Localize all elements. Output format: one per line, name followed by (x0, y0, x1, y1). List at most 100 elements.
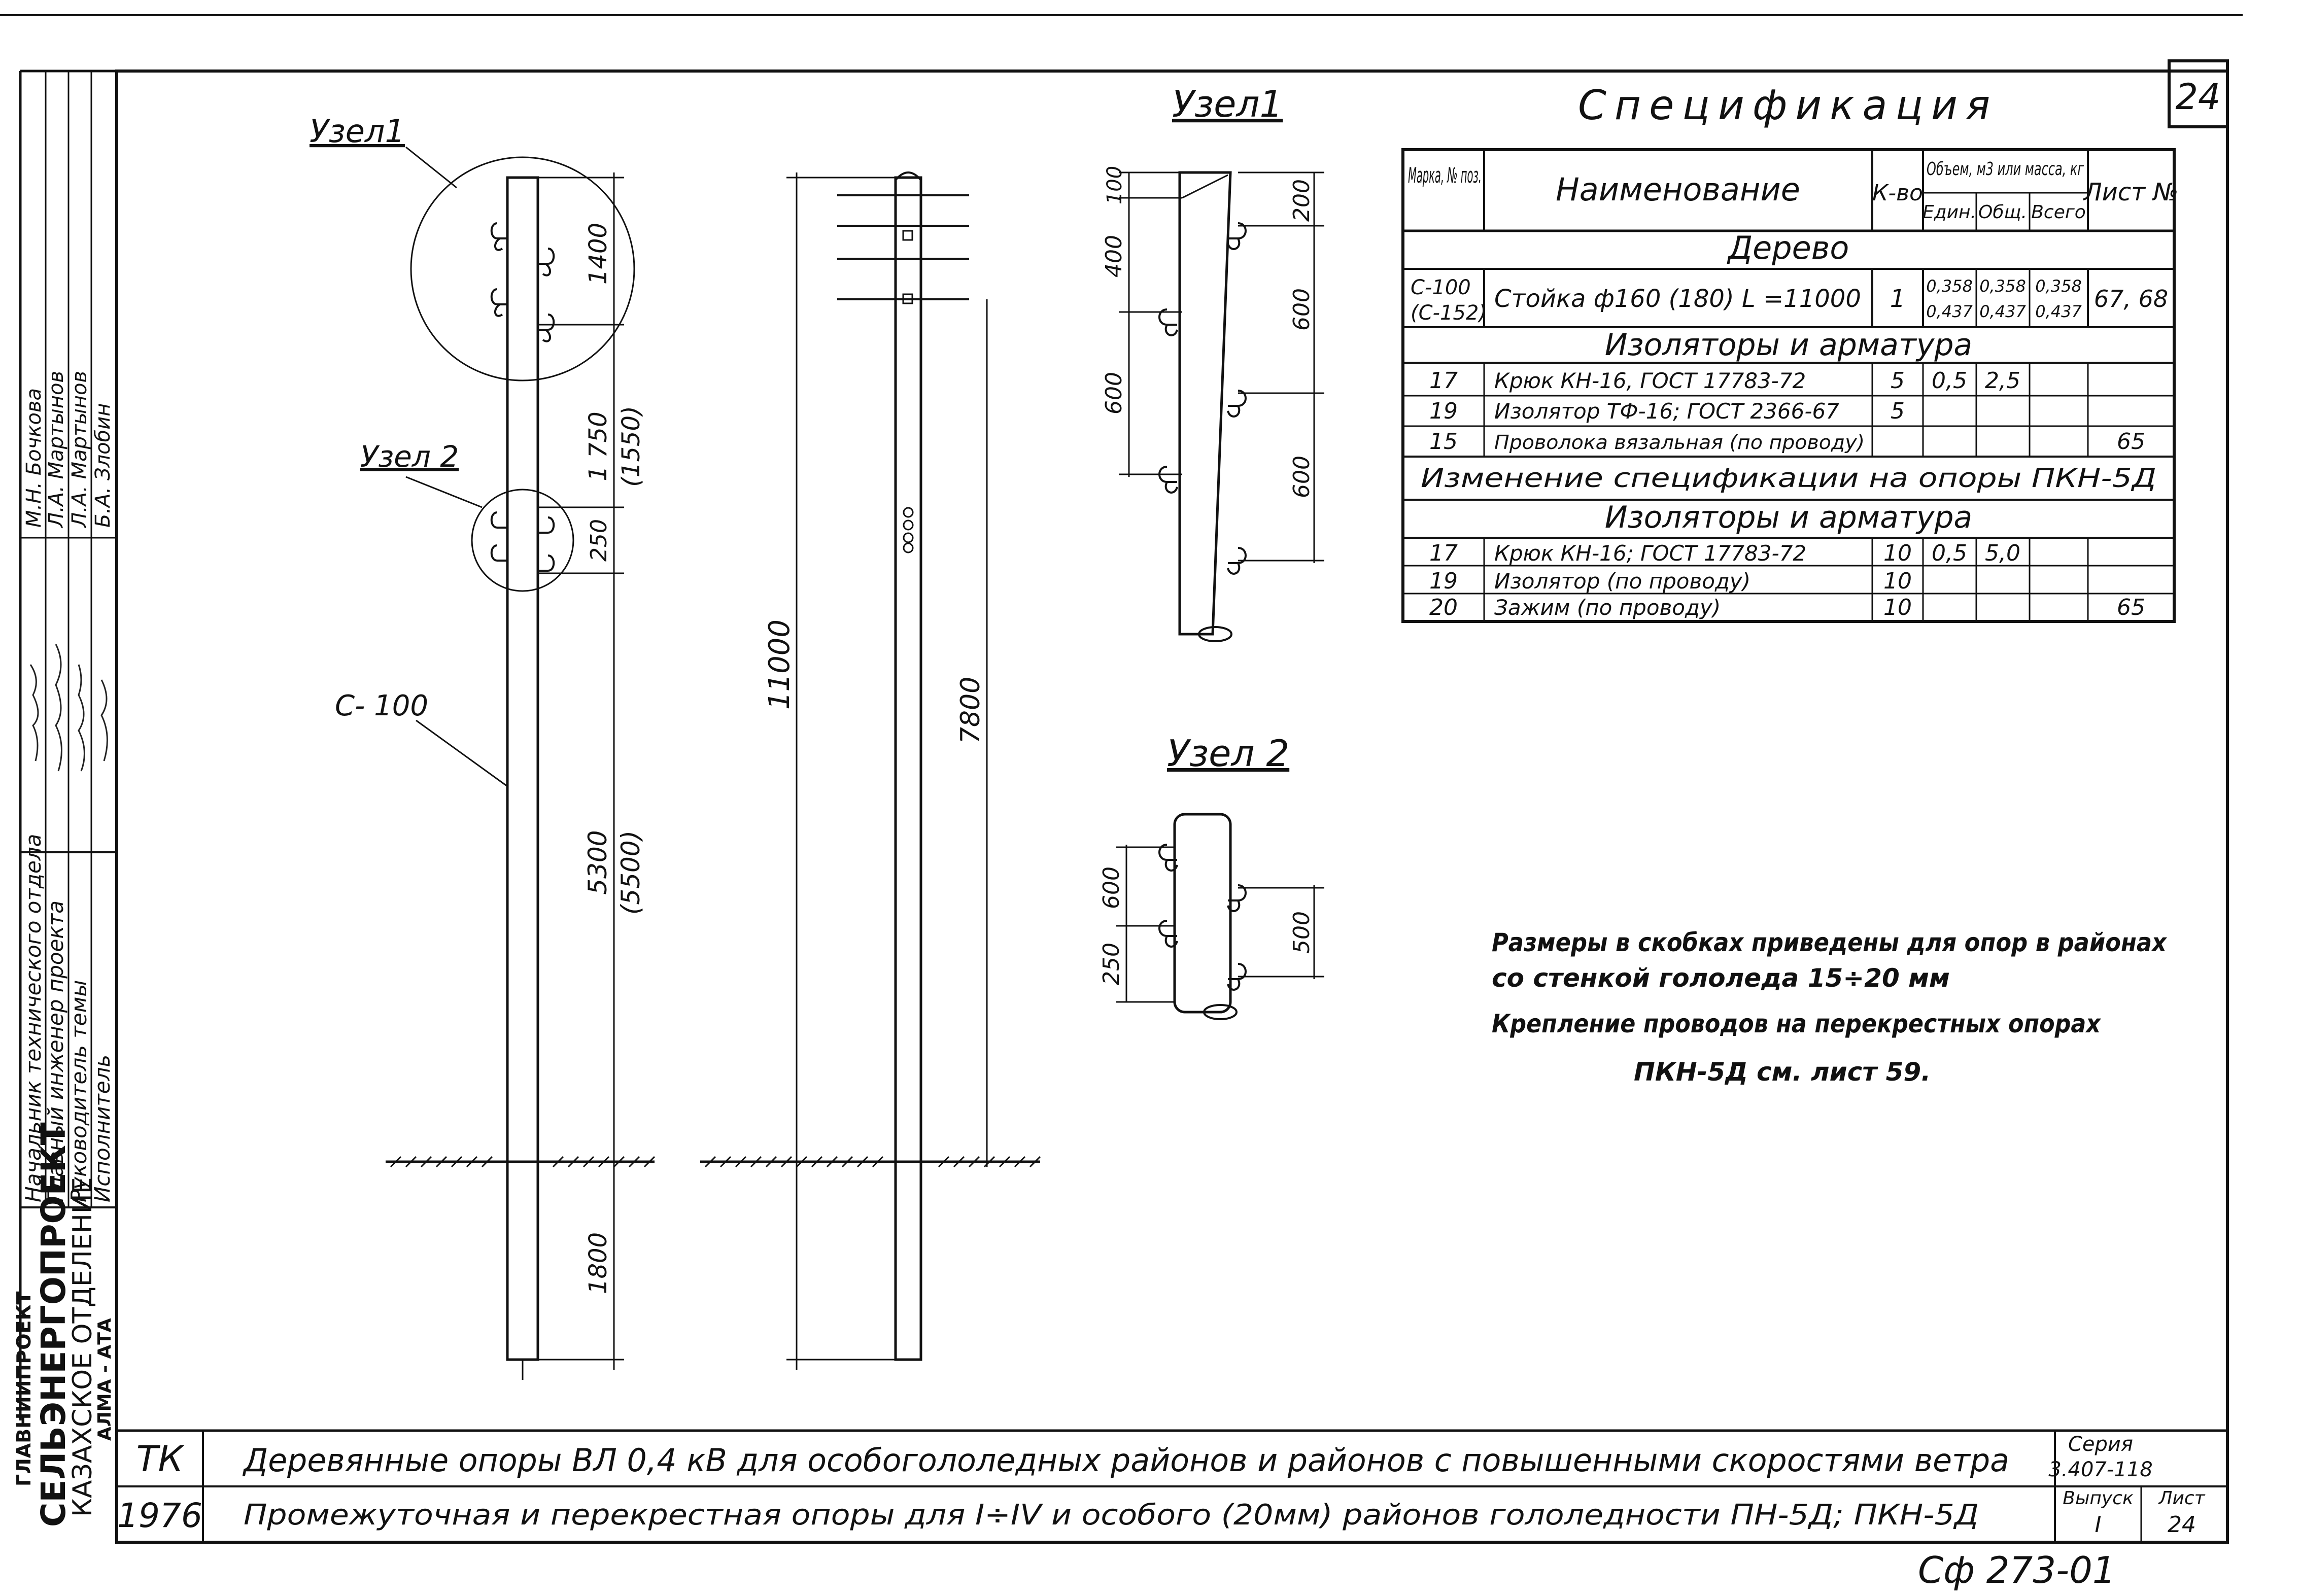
node1-circle (410, 156, 635, 381)
spec-table: Спецификация Марка, № поз. Наименование … (1401, 82, 2178, 623)
title-code: ТК (136, 1438, 185, 1480)
organization-block: ГЛАВНИИПРОЕКТ СЕЛЬЭНЕРГОПРОЕКТ КАЗАХСКОЕ… (13, 1122, 115, 1527)
dim-7800: 7800 (955, 677, 986, 744)
change-title: Изменение спецификации на опоры ПКН-5Д (1421, 463, 2156, 494)
node1-title: Узел1 (1172, 83, 1283, 125)
n1-dim-100: 100 (1103, 166, 1126, 204)
cell-name: Проволока вязальная (по проводу) (1494, 431, 1865, 454)
title-main: Деревянные опоры ВЛ 0,4 кВ для особоголо… (242, 1442, 2009, 1479)
archive-code: Сф 273-01 (1918, 1549, 2116, 1591)
stamp-names: М.Н. Бочкова Л.А. Мартынов Л.А. Мартынов… (22, 371, 115, 529)
sheet-value: 24 (2168, 1512, 2196, 1538)
cell-unit: 0,5 (1932, 540, 1967, 566)
org-line4: АЛМА - АТА (94, 1318, 115, 1441)
cell-qty: 5 (1891, 368, 1905, 394)
dim-250: 250 (586, 519, 612, 562)
cell-name: Изолятор (по проводу) (1494, 569, 1750, 594)
org-line3: КАЗАХСКОЕ ОТДЕЛЕНИЕ (67, 1177, 98, 1517)
node2-circle (471, 489, 574, 592)
hdr-mark: Марка, № поз. (1408, 163, 1482, 188)
table-row: 15 Проволока вязальная (по проводу) 65 (1429, 429, 2145, 455)
cell-qty: 10 (1883, 568, 1912, 594)
name-3: Л.А. Мартынов (68, 371, 91, 529)
table-row: 17 Крюк КН-16, ГОСТ 17783-72 5 0,5 2,5 (1429, 368, 2020, 394)
note-line-2: со стенкой гололеда 15÷20 мм (1492, 963, 1950, 993)
hdr-unit: Един. (1923, 202, 1976, 223)
cell-name: Крюк КН-16, ГОСТ 17783-72 (1494, 368, 1806, 393)
cell-unit: 0,358 (1926, 276, 1973, 296)
cell-qty: 10 (1883, 540, 1912, 566)
pole-label: С- 100 (335, 689, 428, 722)
node1-callout: Узел1 (310, 113, 405, 150)
pole-middle: 11000 7800 (700, 171, 1041, 1370)
cell-name: Стойка ф160 (180) L =11000 (1494, 285, 1861, 313)
title-sub: Промежуточная и перекрестная опоры для I… (244, 1499, 1979, 1532)
section-wood: Дерево (1727, 229, 1849, 266)
note-line-1: Размеры в скобках приведены для опор в р… (1492, 928, 2168, 957)
node2-detail: Узел 2 600 250 500 (1098, 732, 1324, 1020)
cell-mark: 20 (1429, 595, 1458, 620)
pole-left: Узел1 Узел 2 С- 100 1400 1 750 (1550) 25… (310, 113, 656, 1380)
spec-title: Спецификация (1578, 82, 1998, 129)
hdr-vol: Объем, м3 или масса, кг (1927, 159, 2084, 180)
issue-label: Выпуск (2063, 1488, 2134, 1509)
dim-11000: 11000 (763, 619, 796, 710)
table-row: 19 Изолятор ТФ-16; ГОСТ 2366-67 5 (1429, 398, 1905, 424)
cell-qty: 10 (1883, 595, 1912, 620)
cell-total1: 2,5 (1985, 368, 2020, 394)
series-label: Серия (2068, 1433, 2133, 1456)
issue-value: I (2095, 1512, 2102, 1538)
cell-sheet: 65 (2117, 429, 2145, 455)
drawing-frame (115, 70, 2229, 1544)
table-row: 19 Изолятор (по проводу) 10 (1429, 568, 1912, 594)
cell-total1: 0,358 (1979, 276, 2026, 296)
note-line-3: Крепление проводов на перекрестных опора… (1492, 1009, 2102, 1038)
section-insulators: Изоляторы и арматура (1605, 327, 1972, 363)
sheet-label: Лист (2157, 1488, 2205, 1509)
rows2-grid (1403, 363, 2174, 457)
role-4: Исполнитель (90, 1055, 115, 1202)
n1-dim-600b: 600 (1289, 288, 1315, 331)
role-1: Начальник технического отдела (21, 834, 46, 1202)
n2-dim-500: 500 (1289, 911, 1315, 954)
n2-dim-600: 600 (1098, 866, 1124, 909)
dim-1400: 1400 (584, 223, 612, 285)
cell-total1: 5,0 (1985, 540, 2020, 566)
pole-left-body (506, 176, 539, 1361)
cell-sheet: 65 (2117, 595, 2145, 620)
cell-mark: 19 (1429, 398, 1458, 424)
cell-mark: С-100 (1411, 276, 1471, 299)
node1-detail: Узел1 100 400 600 200 600 600 (1101, 83, 1324, 642)
signatures (29, 644, 108, 772)
node2-title: Узел 2 (1167, 732, 1289, 775)
n2-dim-250: 250 (1098, 943, 1124, 985)
cell-mark: 17 (1429, 368, 1458, 394)
n1-dim-600c: 600 (1289, 456, 1315, 498)
insulators-left (490, 222, 555, 572)
series-value: 3.407-118 (2048, 1458, 2152, 1481)
cell-name: Зажим (по проводу) (1494, 595, 1721, 620)
n1-dim-200: 200 (1289, 179, 1315, 222)
hdr-qty: К-во (1872, 180, 1923, 206)
name-2: Л.А. Мартынов (45, 371, 68, 529)
name-1: М.Н. Бочкова (22, 388, 46, 528)
role-3: Руководитель темы (66, 980, 91, 1202)
rows3-grid (1403, 538, 2174, 621)
sheet-number: 24 (2175, 76, 2220, 118)
org-line1: ГЛАВНИИПРОЕКТ (13, 1291, 35, 1486)
dim-5500: (5500) (616, 830, 645, 915)
n1-dim-400: 400 (1101, 235, 1127, 277)
cell-unit2: 0,437 (1926, 302, 1973, 321)
name-4: Б.А. Злобин (91, 403, 115, 528)
cell-mark: 19 (1429, 568, 1458, 594)
section-insulators-2: Изоляторы и арматура (1605, 500, 1972, 535)
cell-total2: 0,358 (2035, 276, 2082, 296)
table-row: С-100 (С-152) Стойка ф160 (180) L =11000… (1411, 269, 2168, 327)
hdr-name: Наименование (1556, 171, 1800, 208)
org-line2: СЕЛЬЭНЕРГОПРОЕКТ (34, 1122, 73, 1527)
cell-sheet: 67, 68 (2094, 285, 2168, 313)
cell-name: Изолятор ТФ-16; ГОСТ 2366-67 (1494, 399, 1839, 424)
node2-callout: Узел 2 (360, 439, 459, 474)
note-line-4: ПКН-5Д см. лист 59. (1634, 1057, 1931, 1087)
cell-total1b: 0,437 (1979, 302, 2026, 321)
